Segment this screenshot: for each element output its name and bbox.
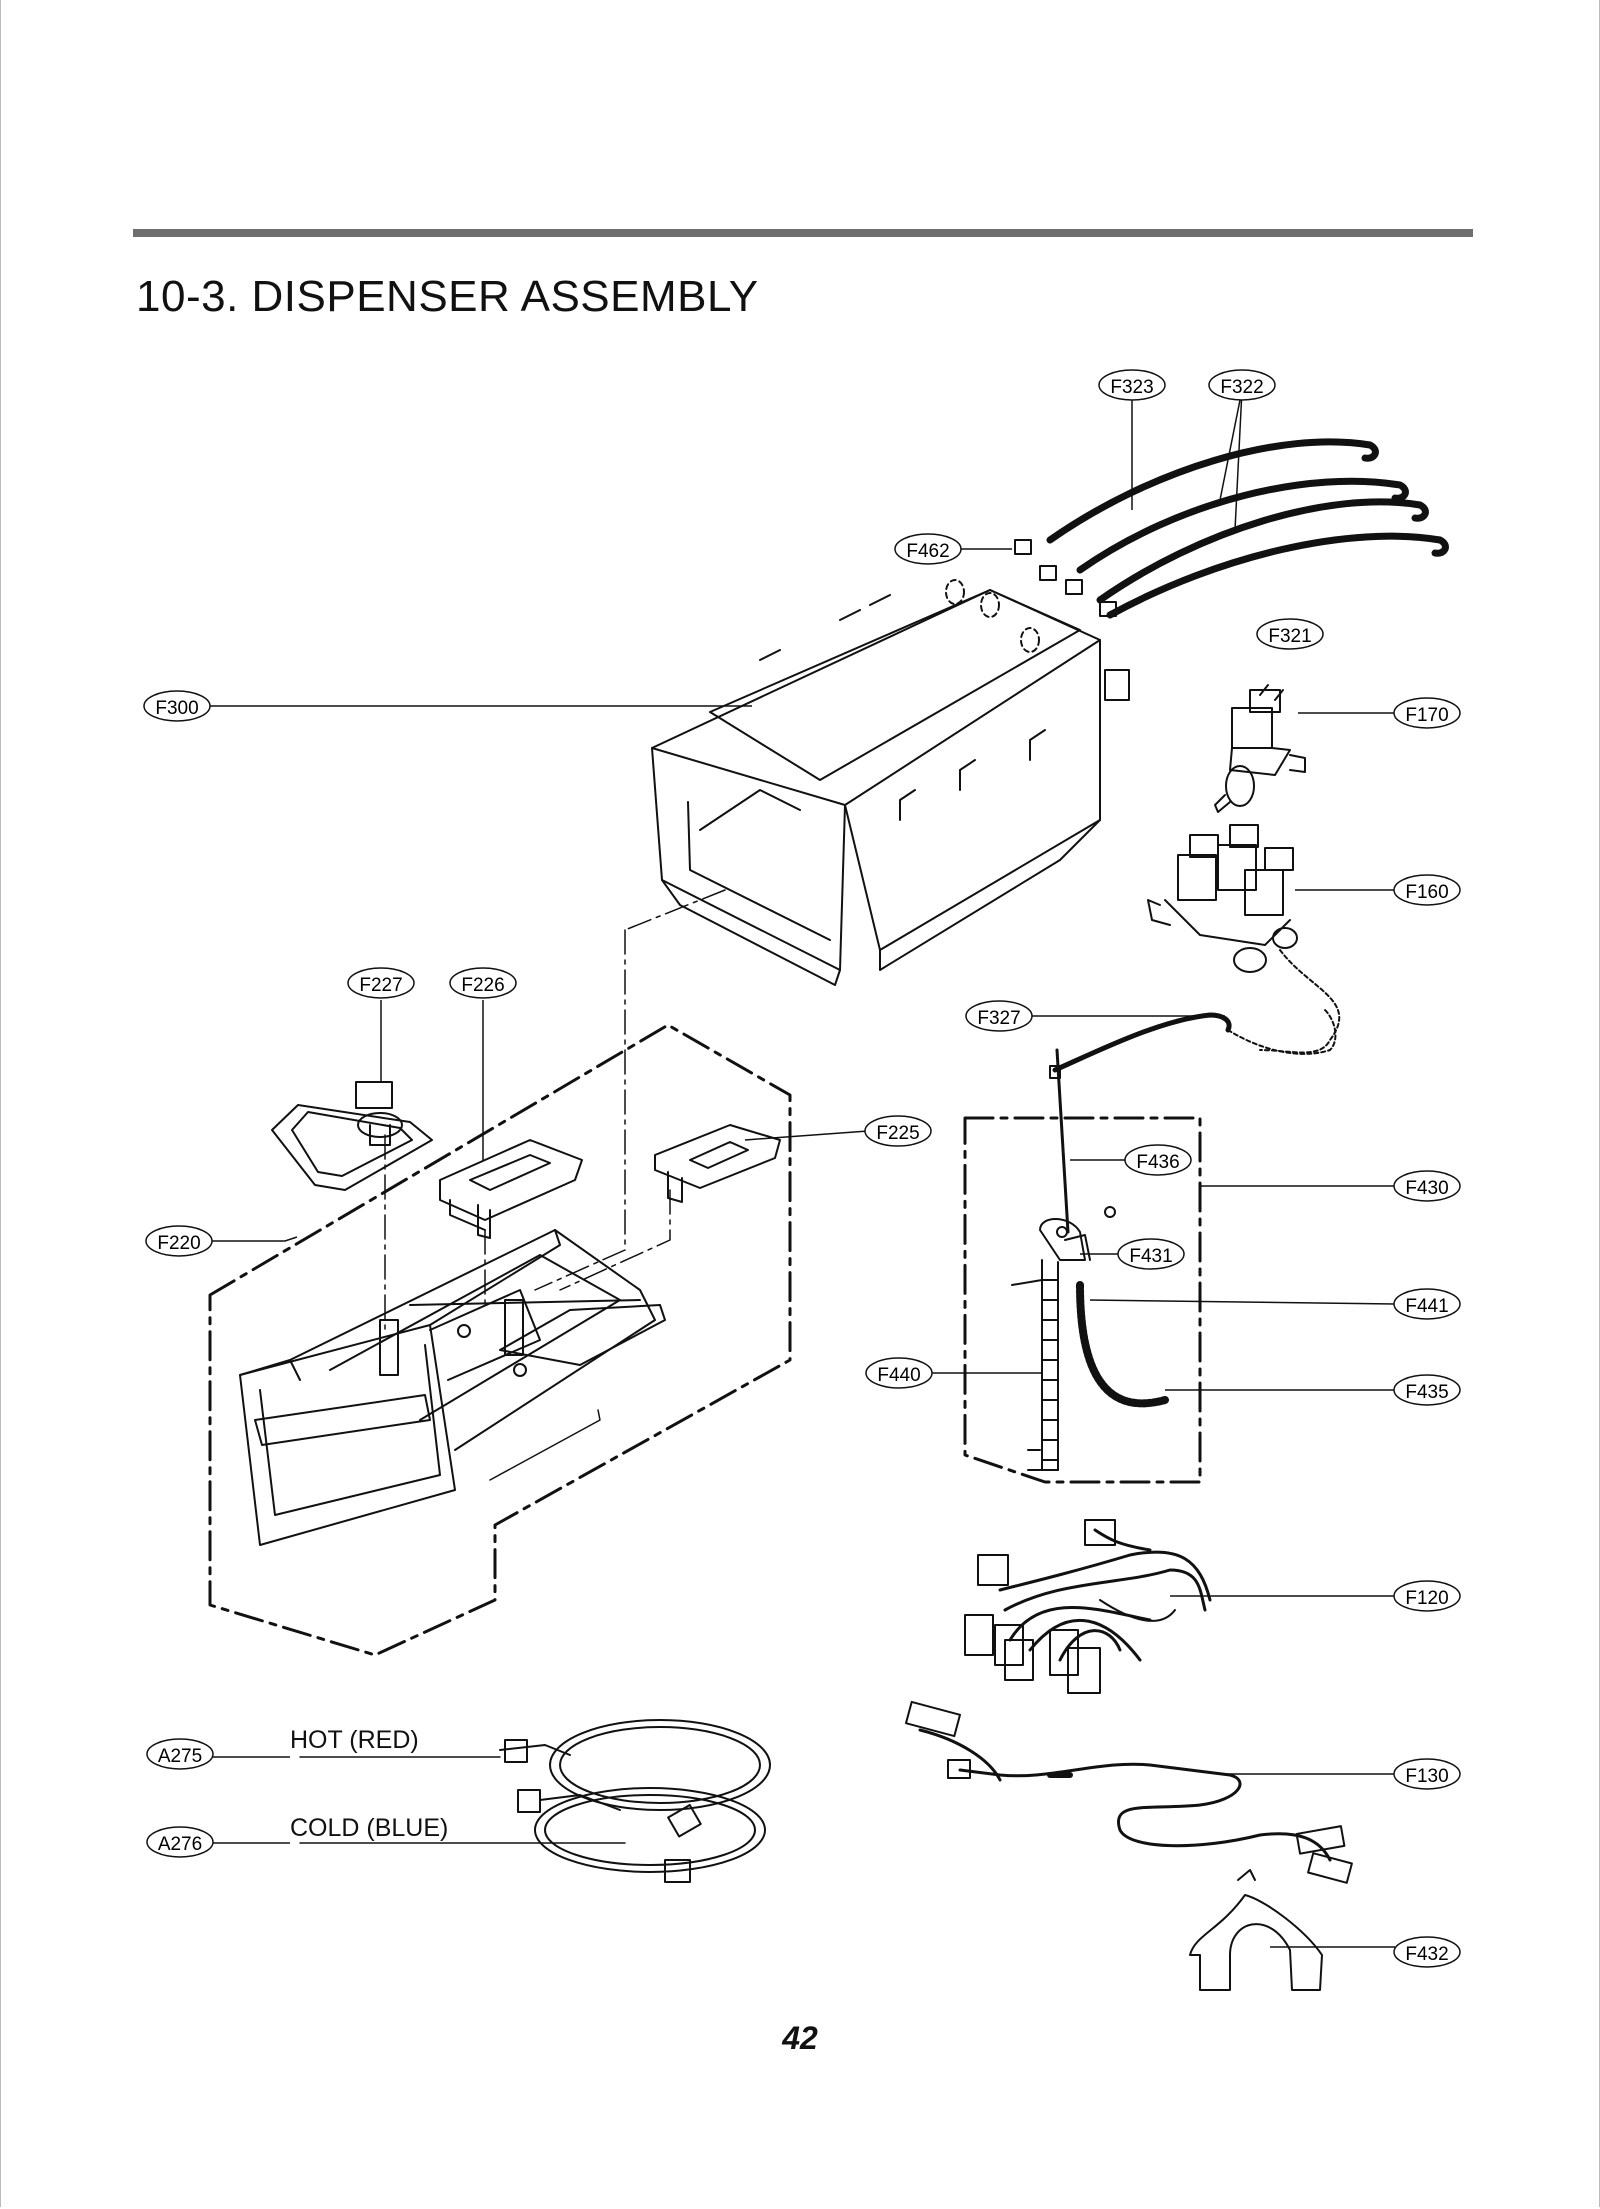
drawer-dashed-outline [208, 1023, 792, 1657]
part-label-f322: F322 [1208, 369, 1276, 401]
inlet-hoses-drawing [1046, 438, 1449, 619]
part-label-f436: F436 [1124, 1144, 1192, 1176]
part-label-f227: F227 [347, 967, 415, 999]
softener-cap-drawing [271, 1081, 433, 1191]
header-rule [133, 229, 1473, 237]
hot-hose-label: HOT (RED) [290, 1726, 419, 1754]
drain-assembly-dashed-box [963, 1116, 1202, 1484]
svg-text:F441: F441 [1405, 1296, 1448, 1317]
svg-text:F170: F170 [1405, 705, 1448, 726]
cold-hose-label: COLD (BLUE) [290, 1814, 448, 1842]
svg-text:F300: F300 [155, 698, 198, 719]
svg-text:F440: F440 [877, 1365, 920, 1386]
svg-text:F130: F130 [1405, 1766, 1448, 1787]
part-label-a275: A275 [146, 1738, 214, 1770]
dispenser-housing-drawing [651, 589, 1130, 986]
part-label-f432: F432 [1393, 1936, 1461, 1968]
part-label-f323: F323 [1098, 369, 1166, 401]
part-label-f300: F300 [143, 690, 211, 722]
part-label-a276: A276 [146, 1826, 214, 1858]
triple-water-valve-drawing [1147, 824, 1341, 1054]
part-label-f430: F430 [1393, 1170, 1461, 1202]
part-label-f327: F327 [965, 1000, 1033, 1032]
assembly-guide-lines [384, 889, 726, 1331]
part-label-f462: F462 [894, 533, 962, 565]
single-water-valve-drawing [1214, 684, 1306, 813]
page-number: 42 [782, 2020, 818, 2056]
part-label-f321: F321 [1256, 618, 1324, 650]
part-label-f441: F441 [1393, 1288, 1461, 1320]
svg-text:F322: F322 [1220, 377, 1263, 398]
hose-clips-drawing [945, 539, 1117, 653]
svg-text:F432: F432 [1405, 1944, 1448, 1965]
svg-text:F227: F227 [359, 975, 402, 996]
part-label-f225: F225 [864, 1115, 932, 1147]
svg-text:F435: F435 [1405, 1382, 1448, 1403]
part-label-f435: F435 [1393, 1374, 1461, 1406]
svg-text:F430: F430 [1405, 1178, 1448, 1199]
harness-f130-drawing [905, 1700, 1353, 1884]
part-label-f431: F431 [1117, 1238, 1185, 1270]
part-labels: F323 F322 F462 F321 F300 F170 F160 F227 [143, 369, 1461, 1968]
part-label-f120: F120 [1393, 1580, 1461, 1612]
svg-text:F160: F160 [1405, 882, 1448, 903]
svg-text:F323: F323 [1110, 377, 1153, 398]
page-title: 10-3. DISPENSER ASSEMBLY [136, 272, 759, 321]
siphon-cap-drawing [439, 1139, 583, 1239]
drain-hose-assembly-drawing [1011, 1048, 1169, 1471]
svg-text:F225: F225 [876, 1123, 919, 1144]
inlet-hoses-coil-drawing [299, 1719, 771, 1883]
small-harness-drawing [1049, 1009, 1337, 1079]
svg-text:F327: F327 [977, 1008, 1020, 1029]
part-label-f440: F440 [865, 1357, 933, 1389]
clip-drawing [1189, 1869, 1323, 1991]
svg-text:F226: F226 [461, 975, 504, 996]
svg-text:F436: F436 [1136, 1152, 1179, 1173]
dispenser-drawer-drawing [239, 1229, 666, 1546]
svg-text:F462: F462 [906, 541, 949, 562]
svg-text:F321: F321 [1268, 626, 1311, 647]
part-label-f220: F220 [145, 1225, 213, 1257]
leader-lines [210, 385, 1396, 1948]
svg-text:F220: F220 [157, 1233, 200, 1254]
main-harness-drawing [964, 1519, 1212, 1694]
svg-text:F431: F431 [1129, 1246, 1172, 1267]
part-label-f170: F170 [1393, 697, 1461, 729]
part-label-f130: F130 [1393, 1758, 1461, 1790]
bleach-cap-drawing [654, 1124, 781, 1203]
part-label-f160: F160 [1393, 874, 1461, 906]
svg-text:A275: A275 [158, 1746, 202, 1767]
svg-text:F120: F120 [1405, 1588, 1448, 1609]
svg-text:A276: A276 [158, 1834, 202, 1855]
part-label-f226: F226 [449, 967, 517, 999]
